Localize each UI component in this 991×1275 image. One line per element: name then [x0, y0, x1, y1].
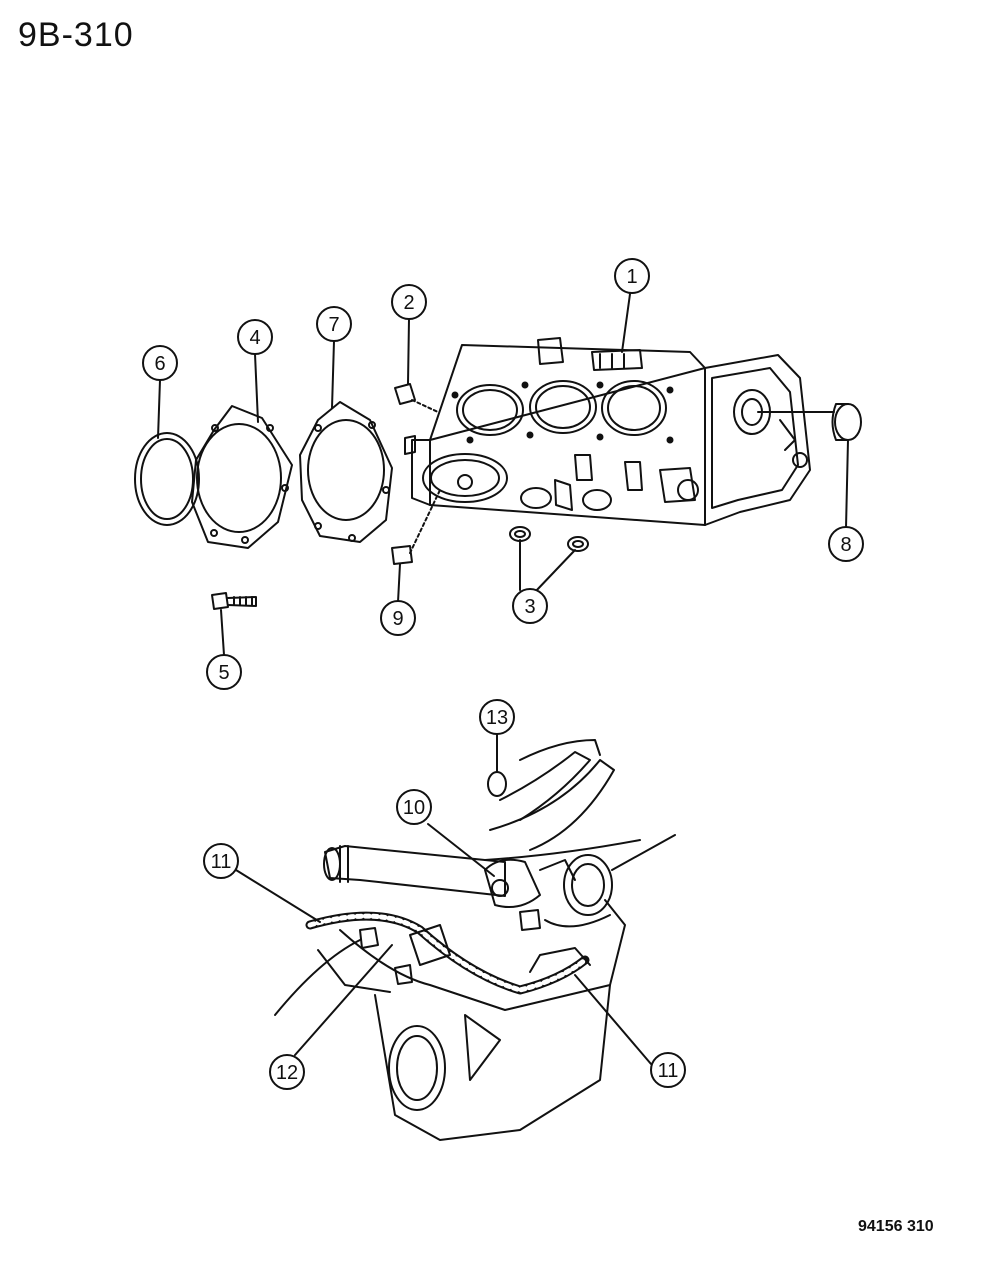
callout-13: 13: [479, 699, 515, 735]
part-8-core-plug: [831, 403, 862, 441]
svg-text:5: 5: [218, 662, 229, 684]
callout-1: 1: [614, 258, 650, 294]
engine-block: [404, 337, 811, 526]
callout-5: 5: [206, 654, 242, 690]
part-9-dowel-pin: [391, 545, 413, 565]
callout-11-right: 11: [650, 1052, 686, 1088]
svg-text:10: 10: [403, 797, 425, 819]
svg-text:11: 11: [211, 851, 232, 873]
bottom-leader-lines: [235, 823, 652, 1065]
svg-text:1: 1: [626, 266, 637, 288]
callout-10: 10: [396, 789, 432, 825]
svg-text:9: 9: [392, 608, 403, 630]
top-leader-lines: [157, 293, 849, 656]
callout-2: 2: [391, 284, 427, 320]
svg-text:3: 3: [524, 596, 535, 618]
part-4-adapter-plate: [191, 405, 293, 549]
svg-text:12: 12: [276, 1062, 298, 1084]
svg-text:2: 2: [403, 292, 414, 314]
callout-8: 8: [828, 526, 864, 562]
callout-9: 9: [380, 600, 416, 636]
part-13-o-ring: [487, 771, 507, 797]
leader-2-dashed: [411, 399, 439, 413]
part-2-dowel-pin: [394, 383, 416, 405]
callout-6: 6: [142, 345, 178, 381]
callout-7: 7: [316, 306, 352, 342]
svg-text:13: 13: [486, 707, 508, 729]
callout-12: 12: [269, 1054, 305, 1090]
callout-3: 3: [512, 588, 548, 624]
part-3-core-plugs: [509, 526, 589, 552]
part-5-bolt: [211, 592, 257, 610]
svg-text:6: 6: [154, 353, 165, 375]
svg-text:11: 11: [658, 1060, 679, 1082]
part-6-seal-ring: [134, 432, 200, 526]
svg-text:8: 8: [840, 534, 851, 556]
intake-manifold-assembly: [274, 739, 676, 1141]
svg-text:7: 7: [328, 314, 339, 336]
page-title: 9B-310: [18, 16, 134, 54]
figure-id: 94156 310: [858, 1218, 934, 1235]
part-7-gasket: [299, 401, 393, 543]
callout-11-left: 11: [203, 843, 239, 879]
callout-4: 4: [237, 319, 273, 355]
svg-text:4: 4: [249, 327, 260, 349]
leader-9-dashed: [409, 489, 441, 554]
